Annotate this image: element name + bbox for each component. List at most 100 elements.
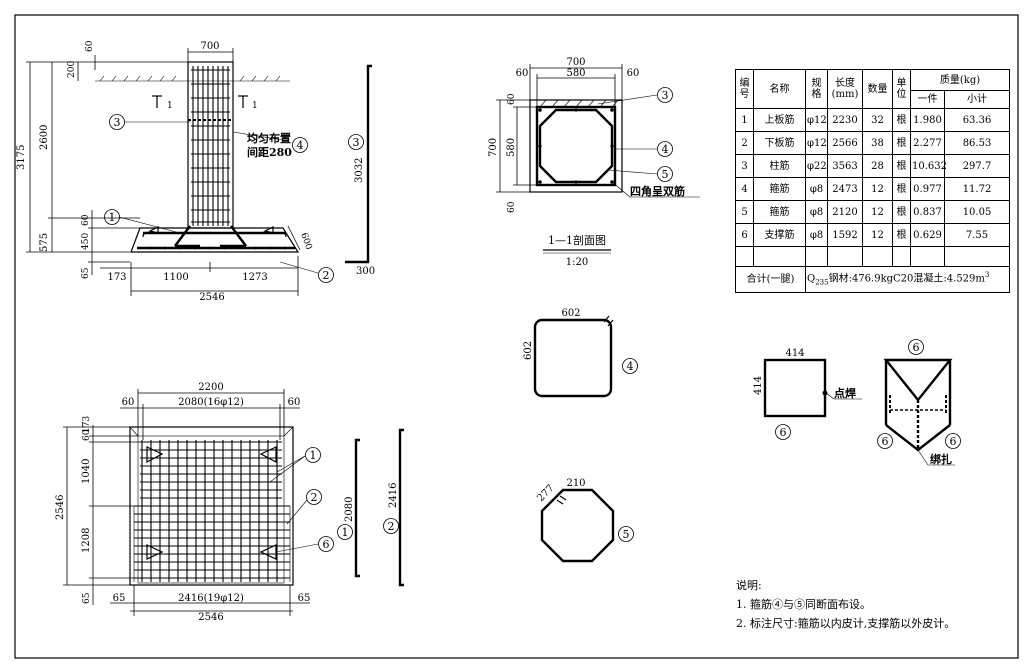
bar3-length: 3032	[354, 158, 365, 183]
plan-h-65: 65	[82, 592, 92, 604]
plan-margin-left: 60	[122, 397, 135, 408]
section-callout-3: 3	[662, 89, 669, 102]
stirrup-5-detail: 210 277 5	[535, 478, 634, 563]
section-width-700: 700	[566, 57, 585, 68]
support-width: 414	[785, 348, 804, 359]
support-callout-6b: 6	[913, 341, 920, 354]
cell-each: 0.629	[910, 223, 945, 247]
cell-length: 3563	[827, 154, 863, 178]
support-callout-6d: 6	[950, 435, 957, 448]
plan-height-2546: 2546	[55, 495, 66, 520]
total-q: Q	[807, 273, 816, 285]
cell-spec: φ12	[805, 108, 828, 132]
plan-bottom-65-right: 65	[298, 593, 311, 604]
section-height-700: 700	[488, 138, 499, 157]
cell-each: 0.977	[910, 177, 945, 201]
dim-span-1273: 1273	[242, 272, 267, 283]
bar2-length: 2416	[388, 483, 399, 508]
dim-total-height: 3175	[16, 145, 27, 170]
notes-block: 说明: 1. 箍筋④与⑤同断面布设。 2. 标注尺寸:箍筋以内皮计,支撑筋以外皮…	[736, 576, 1016, 633]
cell-spec: φ8	[805, 177, 828, 201]
plan-callout-6: 6	[323, 538, 330, 551]
cell-no: 4	[735, 177, 754, 201]
cell-name: 上板筋	[753, 108, 806, 132]
cell-each: 0.837	[910, 200, 945, 224]
support-callout-6a: 6	[780, 426, 787, 439]
dim-cover-200: 200	[67, 61, 77, 78]
stirrup4-width: 602	[561, 308, 580, 319]
th-mass: 质量(kg)	[909, 69, 1011, 91]
dim-top-margin: 60	[85, 40, 95, 52]
th-unit: 单位	[892, 69, 911, 109]
dim-col-height: 2600	[39, 125, 50, 150]
cell-subtotal: 7.55	[943, 223, 1011, 247]
bar-3-shape	[345, 64, 372, 264]
stirrup-4-detail: 602 602 4	[523, 308, 638, 398]
elevation-callout-4: 4	[297, 139, 304, 152]
dim-base-60: 60	[81, 214, 91, 226]
dim-base-450: 450	[81, 233, 91, 250]
cell-spec: φ8	[805, 223, 828, 247]
th-length-unit: (mm)	[831, 89, 859, 100]
plan-bottom-2546: 2546	[198, 612, 223, 623]
cell-qty: 28	[862, 154, 893, 178]
cell-no: 3	[735, 154, 754, 178]
cell-name: 柱筋	[753, 154, 806, 178]
section-margin-right: 60	[627, 68, 640, 79]
th-no: 编号	[735, 69, 754, 109]
cell-unit: 根	[892, 223, 911, 247]
plan-h-60: 60	[82, 429, 92, 441]
elevation-callout-1: 1	[109, 211, 116, 224]
cell-no: 2	[735, 131, 754, 155]
total-label: 合计(一腿)	[735, 266, 806, 293]
elevation-callout-2: 2	[323, 269, 330, 282]
stirrup-note-line2: 间距280	[247, 146, 292, 159]
cell-no: 1	[735, 108, 754, 132]
th-spec: 规格	[805, 69, 828, 109]
dim-top-width: 700	[200, 41, 219, 52]
bar-1-shape	[354, 438, 360, 578]
section-title: 1—1剖面图	[548, 233, 606, 247]
cell-qty: 12	[862, 177, 893, 201]
cell-length: 2566	[827, 131, 863, 155]
th-each: 一件	[910, 90, 945, 109]
plan-h-1040: 1040	[81, 459, 92, 484]
stirrup4-callout: 4	[627, 360, 634, 373]
cell-each: 2.277	[910, 131, 945, 155]
section-callout-5: 5	[662, 168, 669, 181]
support-callout-6c: 6	[882, 435, 889, 448]
section-scale: 1:20	[566, 257, 588, 268]
plan-callout-1: 1	[310, 449, 317, 462]
section-h-top-60: 60	[507, 93, 517, 105]
cell-spec: φ22	[805, 154, 828, 178]
cell-length: 2120	[827, 200, 863, 224]
total-value: Q235钢材:476.9kgC20混凝土:4.529m3	[804, 266, 1011, 293]
th-length-label: 长度	[835, 78, 855, 89]
cell-unit: 根	[892, 154, 911, 178]
th-name: 名称	[753, 69, 806, 109]
total-q-sub: 235	[815, 278, 829, 287]
th-length: 长度(mm)	[827, 69, 863, 109]
cell-name: 支撑筋	[753, 223, 806, 247]
th-subtotal: 小计	[943, 90, 1011, 109]
note-item-2: 2. 标注尺寸:箍筋以内皮计,支撑筋以外皮计。	[736, 617, 956, 630]
column-rebar-grid	[191, 66, 230, 226]
dim-span-1100: 1100	[163, 272, 188, 283]
section-1-1: 700 580 60 60 700 580 60 60 3 4 5 四角呈双筋 …	[488, 57, 700, 268]
cell-no: 6	[735, 223, 754, 247]
plan-bottom-2416: 2416(19φ12)	[178, 593, 244, 604]
plan-rebar-grid	[134, 440, 290, 582]
stirrup5-side: 210	[566, 478, 585, 489]
cell-name: 箍筋	[753, 200, 806, 224]
cell-unit: 根	[892, 108, 911, 132]
section-mark-left: 1	[167, 101, 173, 111]
cell-unit: 根	[892, 200, 911, 224]
cell-qty: 12	[862, 200, 893, 224]
section-label-double: 四角呈双筋	[630, 184, 685, 198]
notes-title: 说明:	[736, 579, 762, 592]
th-qty: 数量	[862, 69, 893, 109]
stirrup5-callout: 5	[623, 528, 630, 541]
